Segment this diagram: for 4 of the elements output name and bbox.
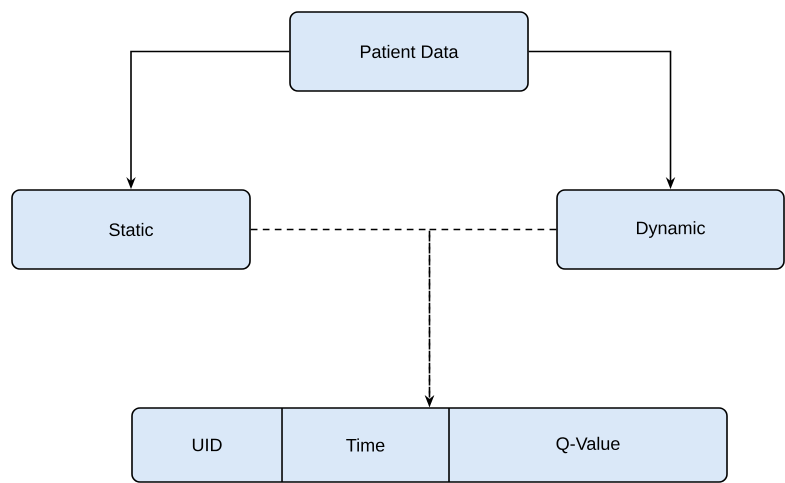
process-box: Dynamic (556, 189, 785, 270)
process-box: Patient Data (289, 11, 529, 92)
process-box: Static (11, 189, 251, 270)
record-box: UID Time Q-Value (131, 407, 728, 483)
